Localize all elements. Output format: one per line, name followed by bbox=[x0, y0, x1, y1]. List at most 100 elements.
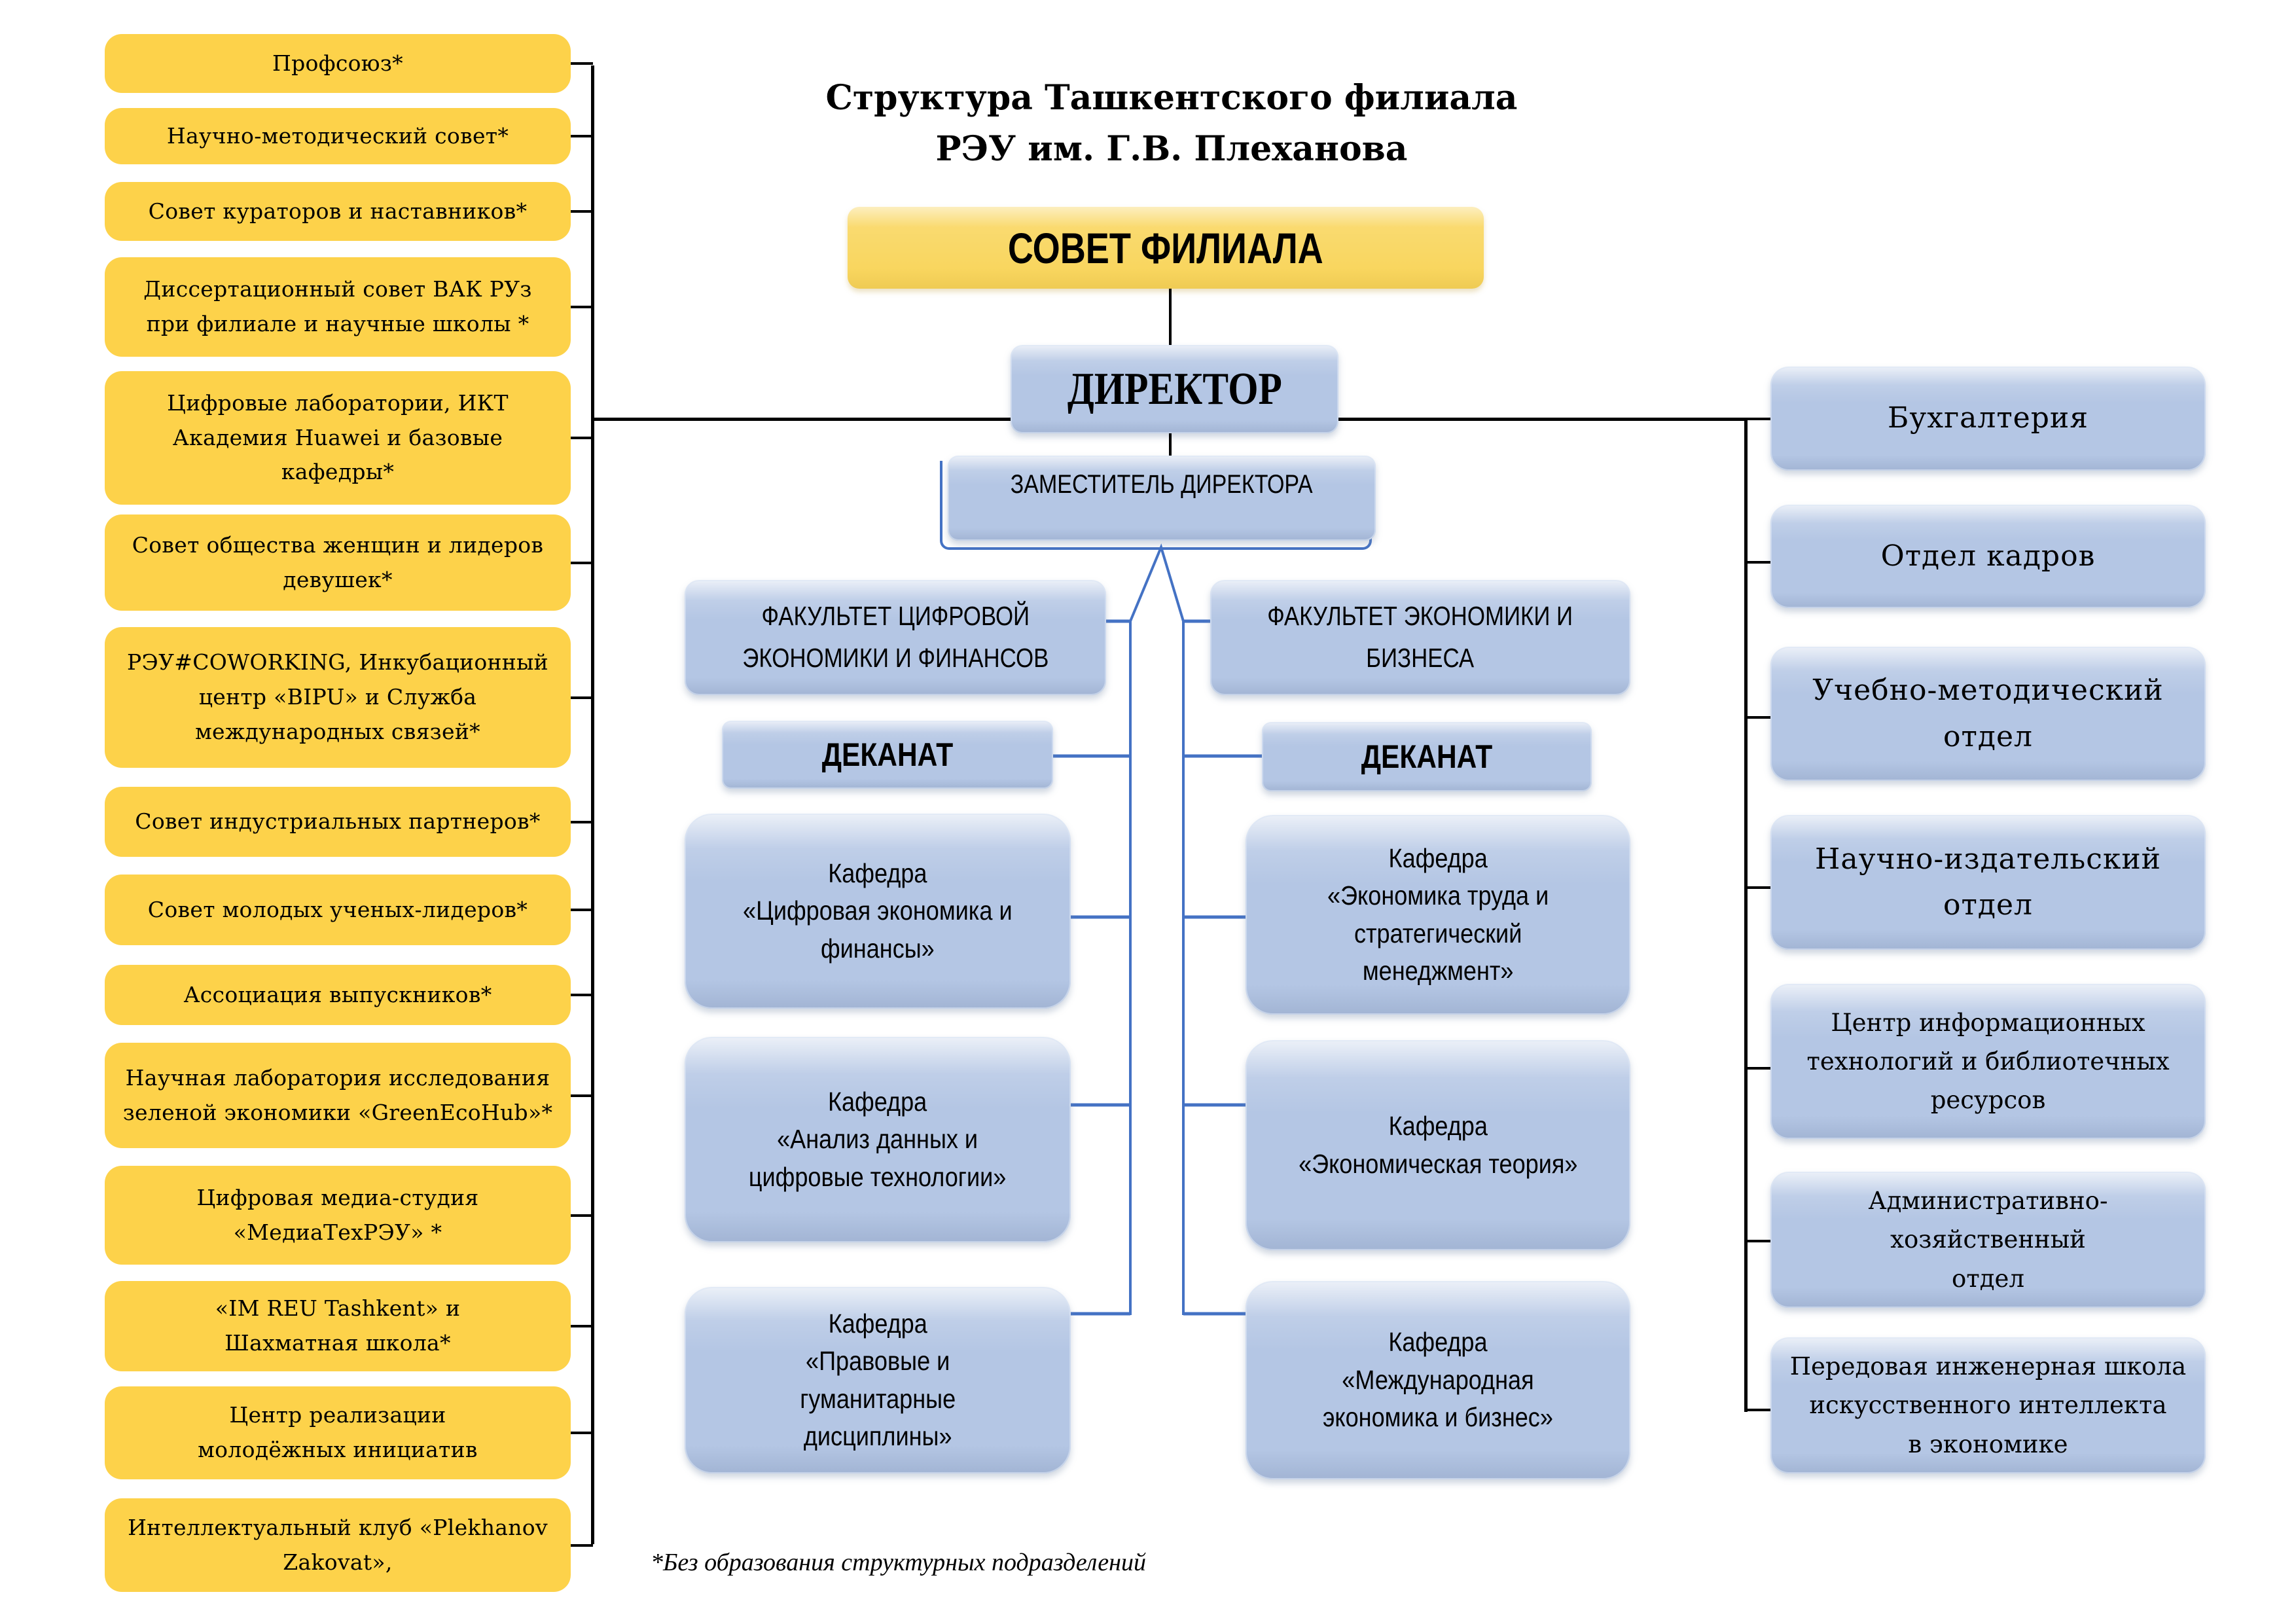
department-label: Кафедра «Экономика труда и стратегически… bbox=[1327, 842, 1549, 986]
left-unit-box[interactable]: Цифровая медиа-студия «МедиаТехРЭУ» * bbox=[105, 1166, 571, 1265]
connector-right-unit bbox=[1746, 886, 1770, 889]
right-unit-box[interactable]: Административно- хозяйственный отдел bbox=[1770, 1172, 2206, 1308]
connector-left-unit bbox=[571, 696, 593, 699]
left-unit-label: Цифровая медиа-студия «МедиаТехРЭУ» * bbox=[196, 1184, 479, 1245]
connector-left-unit bbox=[571, 210, 593, 213]
connector-left-unit bbox=[571, 821, 593, 823]
right-bracket-line bbox=[1744, 418, 1748, 1412]
deanery-label: ДЕКАНАТ bbox=[821, 736, 954, 773]
left-unit-box[interactable]: Интеллектуальный клуб «Plekhanov Zakovat… bbox=[105, 1498, 571, 1592]
right-unit-box[interactable]: Центр информационных технологий и библио… bbox=[1770, 984, 2206, 1139]
faculty-label: ФАКУЛЬТЕТ ЭКОНОМИКИ И БИЗНЕСА bbox=[1267, 601, 1573, 673]
page-title-line-1: Структура Ташкентского филиала bbox=[825, 78, 1518, 118]
branch-council-box[interactable]: СОВЕТ ФИЛИАЛА bbox=[848, 207, 1484, 289]
department-label: Кафедра «Цифровая экономика и финансы» bbox=[743, 857, 1013, 964]
right-unit-box[interactable]: Бухгалтерия bbox=[1770, 367, 2206, 471]
right-unit-box[interactable]: Научно-издательский отдел bbox=[1770, 815, 2206, 950]
department-box[interactable]: Кафедра «Международная экономика и бизне… bbox=[1246, 1281, 1630, 1479]
left-unit-label: РЭУ#COWORKING, Инкубационный центр «BIPU… bbox=[127, 649, 548, 744]
connector-left-unit bbox=[571, 562, 593, 564]
director-box[interactable]: ДИРЕКТОР bbox=[1011, 345, 1338, 433]
connector-left-unit bbox=[571, 135, 593, 137]
footnote: *Без образования структурных подразделен… bbox=[651, 1549, 1146, 1576]
department-box[interactable]: Кафедра «Правовые и гуманитарные дисципл… bbox=[685, 1287, 1071, 1473]
deanery-box-left[interactable]: ДЕКАНАТ bbox=[722, 721, 1053, 789]
left-unit-label: Совет индустриальных партнеров* bbox=[135, 808, 541, 835]
connector-right-unit bbox=[1746, 561, 1770, 564]
left-unit-label: Совет кураторов и наставников* bbox=[148, 198, 528, 224]
deanery-label: ДЕКАНАТ bbox=[1361, 738, 1493, 775]
connector-right-unit bbox=[1746, 1409, 1770, 1411]
director-label: ДИРЕКТОР bbox=[1067, 363, 1282, 414]
left-unit-box[interactable]: Ассоциация выпускников* bbox=[105, 965, 571, 1025]
deputy-director-box[interactable]: ЗАМЕСТИТЕЛЬ ДИРЕКТОРА bbox=[948, 456, 1376, 541]
connector-left-unit bbox=[571, 994, 593, 996]
right-unit-label: Бухгалтерия bbox=[1888, 401, 2089, 435]
deputy-director-label: ЗАМЕСТИТЕЛЬ ДИРЕКТОРА bbox=[1011, 470, 1313, 499]
connector-left-unit bbox=[571, 1325, 593, 1327]
connector-right-unit bbox=[1746, 716, 1770, 719]
right-unit-label: Научно-издательский отдел bbox=[1815, 842, 2161, 922]
connector-deputy-faculties bbox=[1129, 543, 1185, 622]
right-unit-box[interactable]: Передовая инженерная школа искусственног… bbox=[1770, 1337, 2206, 1473]
left-unit-box[interactable]: Совет индустриальных партнеров* bbox=[105, 787, 571, 857]
right-unit-label: Отдел кадров bbox=[1880, 539, 2096, 573]
left-unit-label: Интеллектуальный клуб «Plekhanov Zakovat… bbox=[128, 1514, 548, 1575]
connector-left-unit bbox=[571, 1544, 593, 1547]
connector-left-unit bbox=[571, 62, 593, 65]
left-unit-label: Научно-методический совет* bbox=[166, 122, 509, 149]
department-box[interactable]: Кафедра «Анализ данных и цифровые технол… bbox=[685, 1037, 1071, 1242]
left-unit-box[interactable]: Центр реализации молодёжных инициатив bbox=[105, 1386, 571, 1479]
faculty-box-digital-economy[interactable]: ФАКУЛЬТЕТ ЦИФРОВОЙ ЭКОНОМИКИ И ФИНАНСОВ bbox=[685, 580, 1106, 695]
department-label: Кафедра «Международная экономика и бизне… bbox=[1323, 1327, 1553, 1433]
left-unit-label: Совет молодых ученых-лидеров* bbox=[147, 896, 528, 922]
left-unit-box[interactable]: Совет кураторов и наставников* bbox=[105, 182, 571, 241]
connector-left-unit bbox=[571, 1094, 593, 1097]
left-unit-label: Совет общества женщин и лидеров девушек* bbox=[132, 532, 544, 592]
connector-right-unit bbox=[1746, 1067, 1770, 1070]
department-label: Кафедра «Анализ данных и цифровые технол… bbox=[749, 1086, 1007, 1192]
right-unit-label: Учебно-методический отдел bbox=[1812, 674, 2164, 753]
department-box[interactable]: Кафедра «Цифровая экономика и финансы» bbox=[685, 814, 1071, 1009]
department-label: Кафедра «Экономическая теория» bbox=[1298, 1111, 1578, 1179]
left-unit-box[interactable]: «IM REU Tashkent» и Шахматная школа* bbox=[105, 1281, 571, 1371]
left-unit-box[interactable]: Научно-методический совет* bbox=[105, 108, 571, 164]
connector-left-unit bbox=[571, 306, 593, 308]
connector-left-unit bbox=[571, 909, 593, 911]
left-unit-box[interactable]: Профсоюз* bbox=[105, 34, 571, 93]
page-title-line-2: РЭУ им. Г.В. Плеханова bbox=[935, 129, 1408, 169]
department-box[interactable]: Кафедра «Экономическая теория» bbox=[1246, 1040, 1630, 1250]
connector-left-unit bbox=[571, 437, 593, 439]
department-label: Кафедра «Правовые и гуманитарные дисципл… bbox=[800, 1308, 956, 1451]
left-unit-label: «IM REU Tashkent» и Шахматная школа* bbox=[215, 1295, 461, 1356]
right-unit-label: Центр информационных технологий и библио… bbox=[1806, 1008, 2170, 1115]
left-unit-label: Диссертационный совет ВАК РУз при филиал… bbox=[143, 276, 532, 336]
right-unit-label: Административно- хозяйственный отдел bbox=[1868, 1187, 2108, 1293]
left-bracket-line bbox=[591, 65, 594, 1544]
left-unit-label: Ассоциация выпускников* bbox=[183, 981, 492, 1007]
branch-council-label: СОВЕТ ФИЛИАЛА bbox=[1008, 223, 1323, 272]
left-unit-box[interactable]: РЭУ#COWORKING, Инкубационный центр «BIPU… bbox=[105, 627, 571, 768]
left-unit-label: Центр реализации молодёжных инициатив bbox=[198, 1402, 478, 1462]
faculty-box-economics-business[interactable]: ФАКУЛЬТЕТ ЭКОНОМИКИ И БИЗНЕСА bbox=[1210, 580, 1630, 695]
connector-left-unit bbox=[571, 1214, 593, 1217]
connector-director-right bbox=[1338, 418, 1747, 421]
left-unit-box[interactable]: Научная лаборатория исследования зеленой… bbox=[105, 1043, 571, 1148]
connector-director-left bbox=[593, 418, 1011, 421]
faculty-label: ФАКУЛЬТЕТ ЦИФРОВОЙ ЭКОНОМИКИ И ФИНАНСОВ bbox=[742, 601, 1049, 673]
right-unit-box[interactable]: Учебно-методический отдел bbox=[1770, 647, 2206, 781]
left-unit-label: Профсоюз* bbox=[272, 50, 403, 76]
connector-council-director bbox=[1169, 289, 1172, 345]
left-unit-label: Цифровые лаборатории, ИКТ Академия Huawe… bbox=[167, 389, 509, 485]
right-unit-box[interactable]: Отдел кадров bbox=[1770, 505, 2206, 608]
department-box[interactable]: Кафедра «Экономика труда и стратегически… bbox=[1246, 815, 1630, 1015]
left-unit-box[interactable]: Совет молодых ученых-лидеров* bbox=[105, 875, 571, 945]
deanery-box-right[interactable]: ДЕКАНАТ bbox=[1262, 722, 1592, 791]
left-unit-box[interactable]: Совет общества женщин и лидеров девушек* bbox=[105, 514, 571, 611]
connector-left-unit bbox=[571, 1432, 593, 1434]
left-unit-box[interactable]: Цифровые лаборатории, ИКТ Академия Huawe… bbox=[105, 371, 571, 505]
left-unit-box[interactable]: Диссертационный совет ВАК РУз при филиал… bbox=[105, 257, 571, 357]
connector-right-unit bbox=[1746, 418, 1770, 420]
connector-director-deputy bbox=[1169, 433, 1172, 456]
